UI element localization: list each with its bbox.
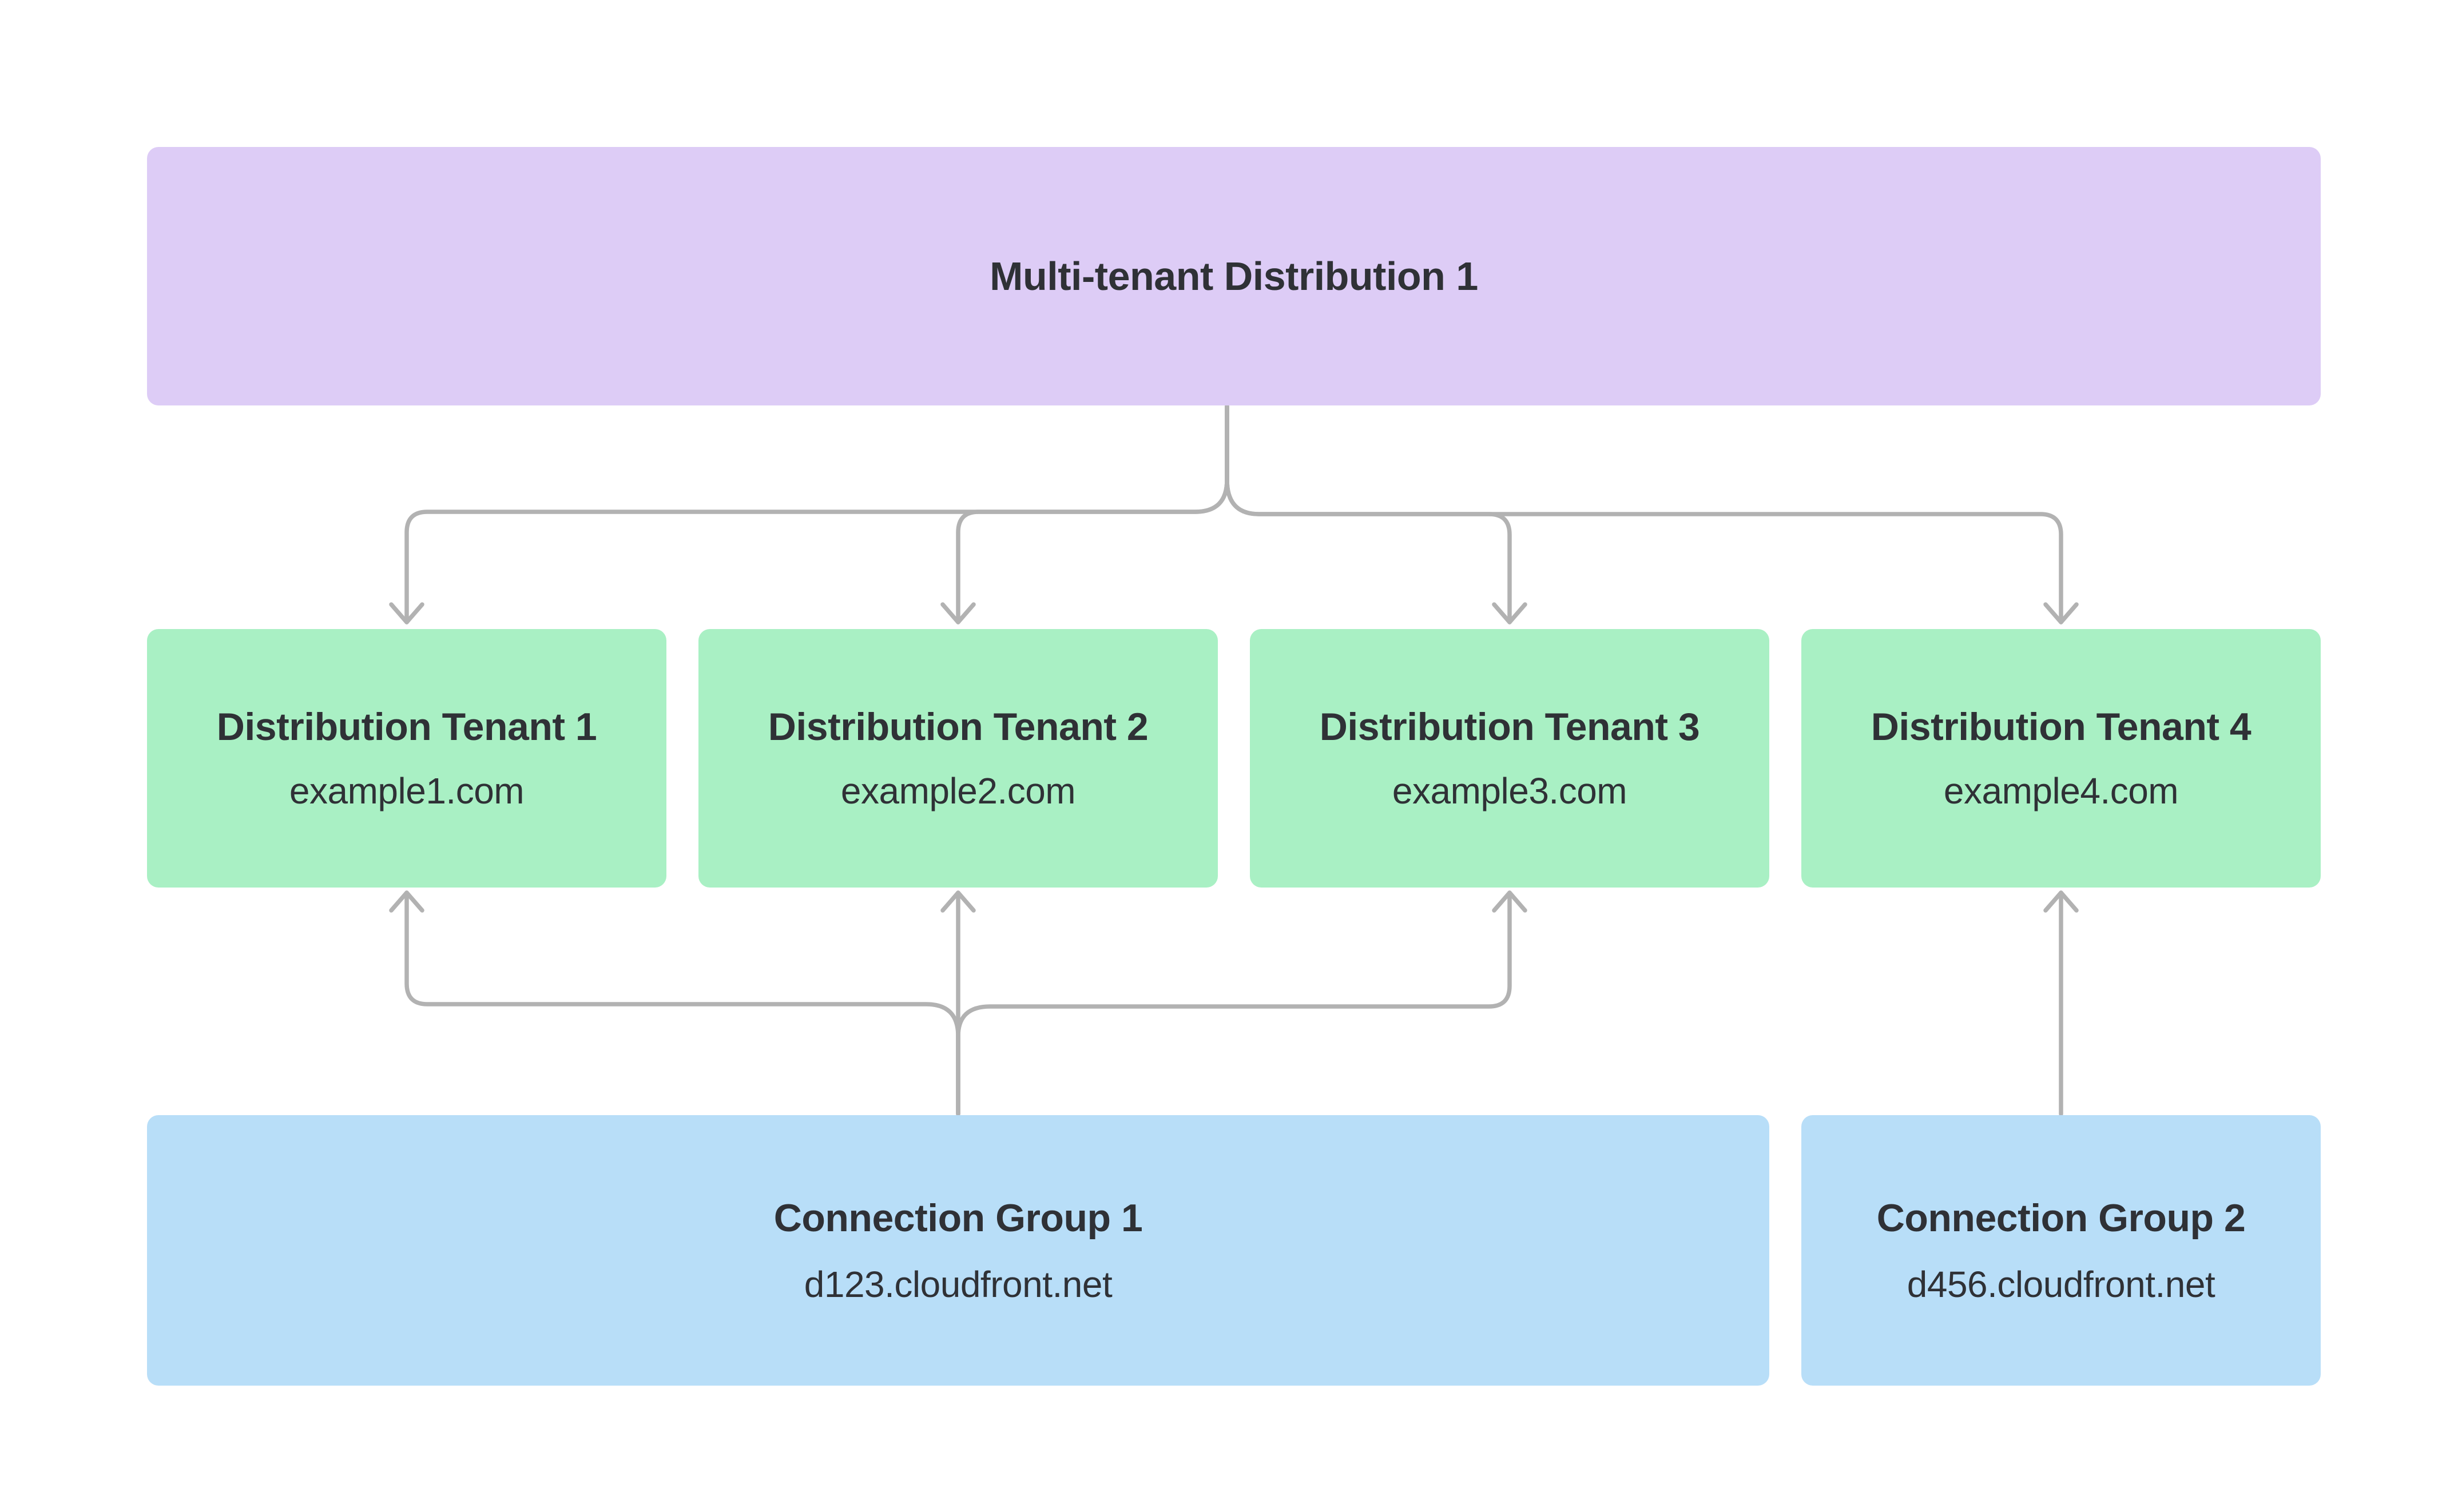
connection-group-box-2: Connection Group 2 d456.cloudfront.net [1801,1115,2321,1386]
multi-tenant-distribution-box: Multi-tenant Distribution 1 [147,147,2321,405]
arrow-up-icon [2043,890,2079,913]
tenant-domain: example4.com [1943,770,2179,811]
distribution-label: Multi-tenant Distribution 1 [990,254,1478,299]
arrow-up-icon [389,890,424,913]
tenant-label: Distribution Tenant 1 [216,705,597,749]
connection-group-box-1: Connection Group 1 d123.cloudfront.net [147,1115,1769,1386]
connection-group-domain: d123.cloudfront.net [804,1263,1113,1305]
tenant-box-1: Distribution Tenant 1 example1.com [147,629,666,888]
connection-group-label: Connection Group 2 [1876,1196,2246,1240]
arrow-up-icon [940,890,976,913]
arrow-down-icon [940,602,976,624]
edge-cg1-to-tenant-1 [404,890,960,1116]
arrow-down-icon [1492,602,1527,624]
edge-distribution-to-tenant-2 [956,404,1229,624]
edge-distribution-to-tenant-1 [404,404,1229,624]
tenant-domain: example3.com [1392,770,1627,811]
top-connector-group [389,404,2079,624]
bottom-connector-group [389,890,2079,1116]
tenant-domain: example1.com [289,770,525,811]
edge-distribution-to-tenant-4 [1225,404,2063,624]
arrow-down-icon [2043,602,2079,624]
arrow-up-icon [1492,890,1527,913]
arrow-down-icon [389,602,424,624]
tenant-box-2: Distribution Tenant 2 example2.com [698,629,1218,888]
tenant-box-3: Distribution Tenant 3 example3.com [1250,629,1769,888]
tenant-box-4: Distribution Tenant 4 example4.com [1801,629,2321,888]
tenant-label: Distribution Tenant 3 [1319,705,1700,749]
connection-group-label: Connection Group 1 [773,1196,1143,1240]
tenant-domain: example2.com [840,770,1076,811]
tenant-label: Distribution Tenant 2 [768,705,1149,749]
edge-cg1-to-tenant-3 [956,890,1512,1116]
connection-group-domain: d456.cloudfront.net [1907,1263,2215,1305]
tenant-label: Distribution Tenant 4 [1871,705,2252,749]
